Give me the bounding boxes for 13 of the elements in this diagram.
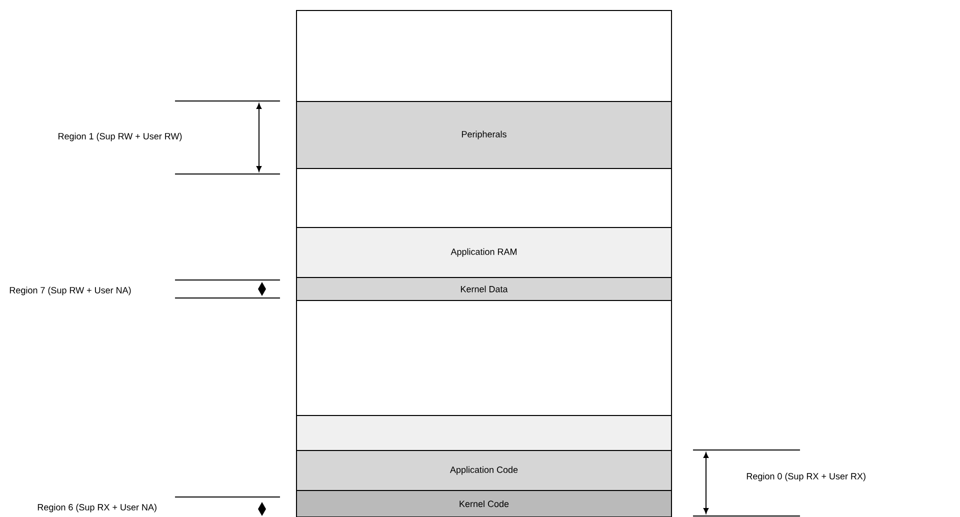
region-label: Region 7 (Sup RW + User NA) xyxy=(10,286,131,296)
memory-band: Kernel Data xyxy=(296,277,672,301)
region-label: Region 6 (Sup RX + User NA) xyxy=(38,504,156,512)
memory-band xyxy=(296,415,672,451)
memory-band: Application Code xyxy=(296,450,672,491)
region-label: Region 1 (Sup RW + User RW) xyxy=(58,132,182,142)
memory-band: Application RAM xyxy=(296,227,672,278)
memory-band xyxy=(296,300,672,416)
memory-band: Kernel Code xyxy=(296,490,672,517)
memory-band: Peripherals xyxy=(296,101,672,169)
memory-band xyxy=(296,10,672,102)
region-label: Region 0 (Sup RX + User RX) xyxy=(746,472,866,482)
memory-band xyxy=(296,168,672,228)
